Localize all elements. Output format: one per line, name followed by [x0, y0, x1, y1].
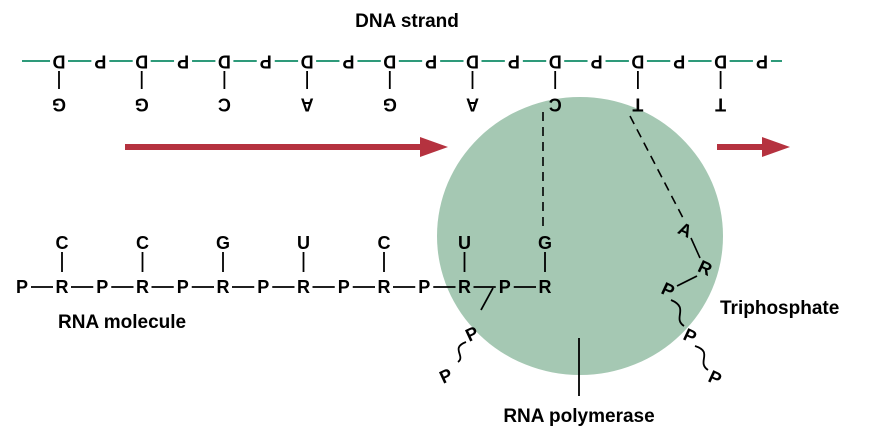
triphosphate-link-1 [670, 299, 685, 327]
dna-base-5: G [383, 94, 397, 114]
dna-phosphate-9: P [756, 51, 768, 71]
dna-sugar-3: D [218, 51, 231, 71]
dna-phosphate-bg [256, 51, 275, 71]
dna-strand: D P G D P G D P C D P A D P G D P A D P C D P T D P T [22, 51, 782, 114]
rna-sugar-6: R [458, 277, 471, 297]
dna-phosphate-5: P [425, 51, 437, 71]
rna-sugar-3: R [217, 277, 230, 297]
dna-sugar-2: D [135, 51, 148, 71]
dna-sugar-7: D [549, 51, 562, 71]
dna-sugar-bg [380, 51, 399, 71]
dna-base-9: T [715, 94, 726, 114]
dna-sugar-bg [628, 51, 647, 71]
rna-sugar-7: R [539, 277, 552, 297]
pair-connector-t-a [629, 115, 684, 219]
rna-phosphate: P [338, 277, 350, 297]
dna-base-4: A [301, 94, 314, 114]
direction-arrow-left-head [420, 137, 448, 157]
dna-sugar-bg [298, 51, 317, 71]
dna-phosphate-3: P [260, 51, 272, 71]
rna-base-1: C [56, 233, 69, 253]
dna-base-1: G [52, 94, 66, 114]
dna-phosphate-4: P [342, 51, 354, 71]
released-phosphate-link [480, 287, 494, 311]
dna-phosphate-bg [422, 51, 441, 71]
triphosphate-link-2 [694, 345, 709, 371]
dna-base-7: C [549, 94, 562, 114]
rna-polymerase-label: RNA polymerase [503, 406, 654, 427]
released-phosphate-squiggle [457, 341, 467, 363]
dna-phosphate-bg [339, 51, 358, 71]
dna-sugar-5: D [383, 51, 396, 71]
dna-phosphate-2: P [177, 51, 189, 71]
dna-sugar-4: D [301, 51, 314, 71]
dna-base-2: G [135, 94, 149, 114]
dna-sugar-bg [546, 51, 565, 71]
dna-phosphate-7: P [591, 51, 603, 71]
dna-phosphate-bg [670, 51, 689, 71]
rna-molecule: P R C P R C P R G P R U P R C P R U P R G [16, 233, 552, 297]
dna-sugar-8: D [631, 51, 644, 71]
rna-sugar-5: R [378, 277, 391, 297]
dna-phosphate-bg [587, 51, 606, 71]
dna-base-3: C [218, 94, 231, 114]
dna-sugar-1: D [53, 51, 66, 71]
direction-arrow-right-head [762, 137, 790, 157]
dna-sugar-bg [215, 51, 234, 71]
dna-phosphate-1: P [94, 51, 106, 71]
dna-base-6: A [466, 94, 479, 114]
rna-sugar-1: R [56, 277, 69, 297]
dna-phosphate-8: P [673, 51, 685, 71]
rna-phosphate: P [418, 277, 430, 297]
rna-phosphate: P [16, 277, 28, 297]
pair-connector-a-r [690, 237, 701, 259]
dna-strand-label: DNA strand [355, 11, 459, 32]
dna-phosphate-6: P [508, 51, 520, 71]
rna-base-3: G [216, 233, 230, 253]
dna-phosphate-bg [752, 51, 771, 71]
dna-sugar-bg [711, 51, 730, 71]
dna-base-8: T [632, 94, 643, 114]
triphosphate-label: Triphosphate [720, 298, 839, 319]
dna-sugar-bg [50, 51, 68, 71]
rna-phosphate: P [96, 277, 108, 297]
rna-molecule-label: RNA molecule [58, 312, 186, 333]
dna-sugar-9: D [714, 51, 727, 71]
rna-base-4: U [297, 233, 310, 253]
dna-sugar-6: D [466, 51, 479, 71]
dna-phosphate-bg [504, 51, 523, 71]
dna-sugar-bg [132, 51, 151, 71]
rna-base-6: U [458, 233, 471, 253]
base-pair-connectors [542, 112, 701, 259]
rna-sugar-4: R [297, 277, 310, 297]
rna-base-7: G [538, 233, 552, 253]
triphosphate-p3: P [705, 366, 724, 389]
dna-phosphate-bg [91, 51, 110, 71]
rna-base-2: C [136, 233, 149, 253]
rna-phosphate: P [257, 277, 269, 297]
rna-base-5: C [378, 233, 391, 253]
rna-phosphate: P [177, 277, 189, 297]
rna-polymerase-body [437, 97, 723, 375]
dna-sugar-bg [463, 51, 482, 71]
rna-phosphate: P [499, 277, 511, 297]
released-phosphate-2: P [436, 364, 455, 387]
rna-sugar-2: R [136, 277, 149, 297]
dna-phosphate-bg [174, 51, 193, 71]
incoming-sugar-link [676, 275, 698, 287]
direction-arrows [125, 137, 790, 157]
